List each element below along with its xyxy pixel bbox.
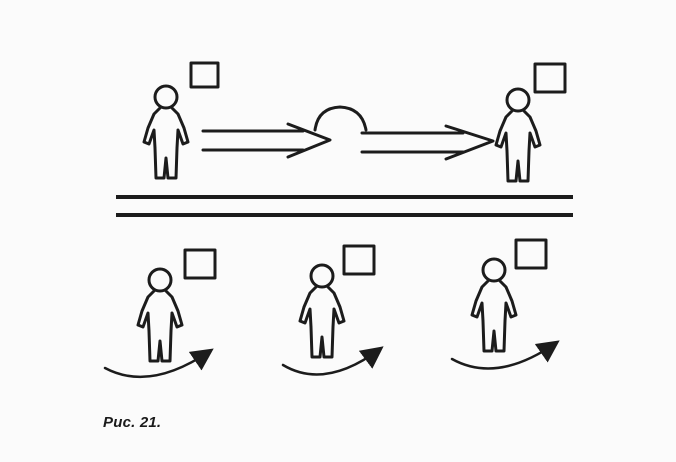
relay-arrow-left xyxy=(201,122,332,159)
bottom-left-turn-arrow-icon xyxy=(103,348,214,379)
bottom-right-child-figure xyxy=(470,257,518,353)
bottom-middle-box xyxy=(342,244,376,276)
bottom-right-box xyxy=(514,238,548,270)
bottom-right-turn-arrow-icon xyxy=(450,340,560,370)
top-left-child-figure xyxy=(142,84,190,180)
relay-arrow-right xyxy=(360,124,495,161)
bottom-middle-turn-arrow-icon xyxy=(281,346,384,376)
top-left-box xyxy=(189,61,220,89)
bottom-middle-child-figure xyxy=(298,263,346,359)
bottom-left-child-figure xyxy=(136,267,184,363)
top-right-box xyxy=(533,62,567,94)
top-right-child-figure xyxy=(494,87,542,183)
bottom-left-box xyxy=(183,248,217,280)
figure-caption: Рис. 21. xyxy=(103,414,162,431)
bump-icon xyxy=(313,105,368,132)
